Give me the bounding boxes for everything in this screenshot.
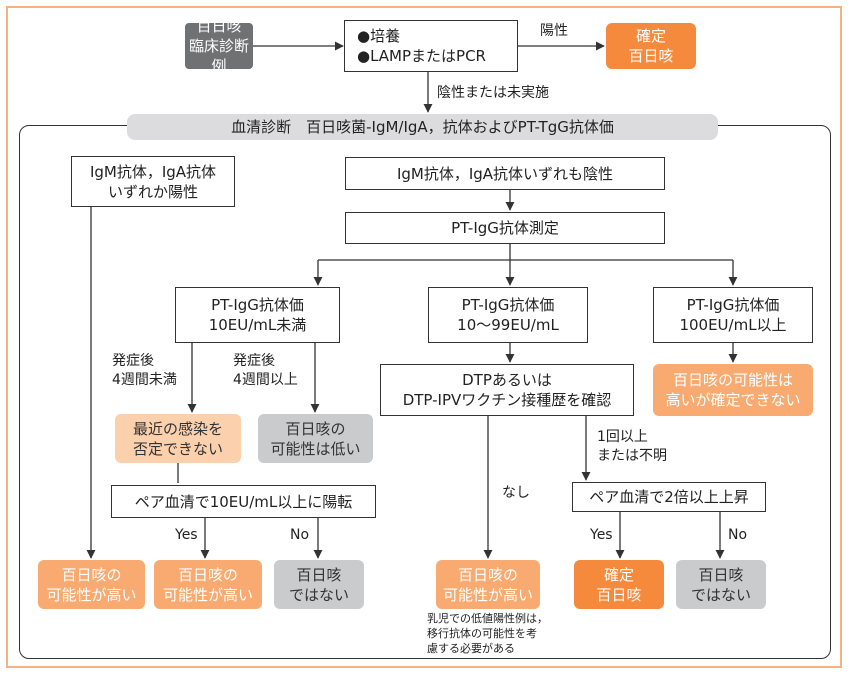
node-pt-mid: PT-IgG抗体価 10～99EU/mL [428,287,588,343]
label-onset-ge4: 発症後 4週間以上 [233,353,298,388]
node-high-possibility-unconfirmed: 百日咳の可能性は 高いが確定できない [653,364,813,416]
node-serology-band: 血清診断 百日咳菌-IgM/IgA，抗体およびPT-TgG抗体価 [127,114,718,140]
label-yes-2: Yes [590,527,613,543]
note-infant-low-positive: 乳児での低値陽性例は， 移行抗体の可能性を考 慮する必要がある [427,612,548,655]
node-pt-high: PT-IgG抗体価 100EU/mL以上 [653,287,813,343]
node-not-pertussis-1: 百日咳 ではない [274,560,364,609]
label-negative-or-not-done: 陰性または未実施 [437,85,549,101]
label-no-2: No [728,527,748,543]
node-culture-pcr: ●培養 ●LAMPまたはPCR [344,20,518,72]
node-pt-measure: PT-IgG抗体測定 [345,212,665,244]
node-confirmed-top: 確定 百日咳 [606,23,696,69]
node-pt-low: PT-IgG抗体価 10EU/mL未満 [175,287,340,343]
node-igm-negative: IgM抗体，IgA抗体いずれも陰性 [345,157,665,190]
node-low-possibility: 百日咳の 可能性は低い [258,414,373,463]
outer-frame [6,6,842,668]
label-none: なし [502,485,530,501]
label-positive: 陽性 [540,23,568,39]
node-igm-positive: IgM抗体，IgA抗体 いずれか陽性 [71,156,235,207]
node-dtp-history: DTPあるいは DTP-IPVワクチン接種歴を確認 [380,364,634,416]
label-onset-lt4: 発症後 4週間未満 [112,353,177,388]
label-yes-1: Yes [175,527,198,543]
node-likely-2: 百日咳の 可能性が高い [154,560,262,609]
node-confirmed-bottom: 確定 百日咳 [574,560,664,609]
node-not-pertussis-2: 百日咳 ではない [676,560,766,609]
label-once-or-more: 1回以上 または不明 [597,429,667,464]
node-clinical-diagnosis: 百日咳 臨床診断例 [185,17,253,75]
label-no-1: No [290,527,310,543]
node-likely-3: 百日咳の 可能性が高い [436,560,540,609]
node-paired-2x: ペア血清で2倍以上上昇 [572,482,766,512]
node-paired-10eu: ペア血清で10EU/mL以上に陽転 [111,485,376,518]
node-likely-1: 百日咳の 可能性が高い [38,560,145,609]
node-recent-infection: 最近の感染を 否定できない [115,414,241,463]
